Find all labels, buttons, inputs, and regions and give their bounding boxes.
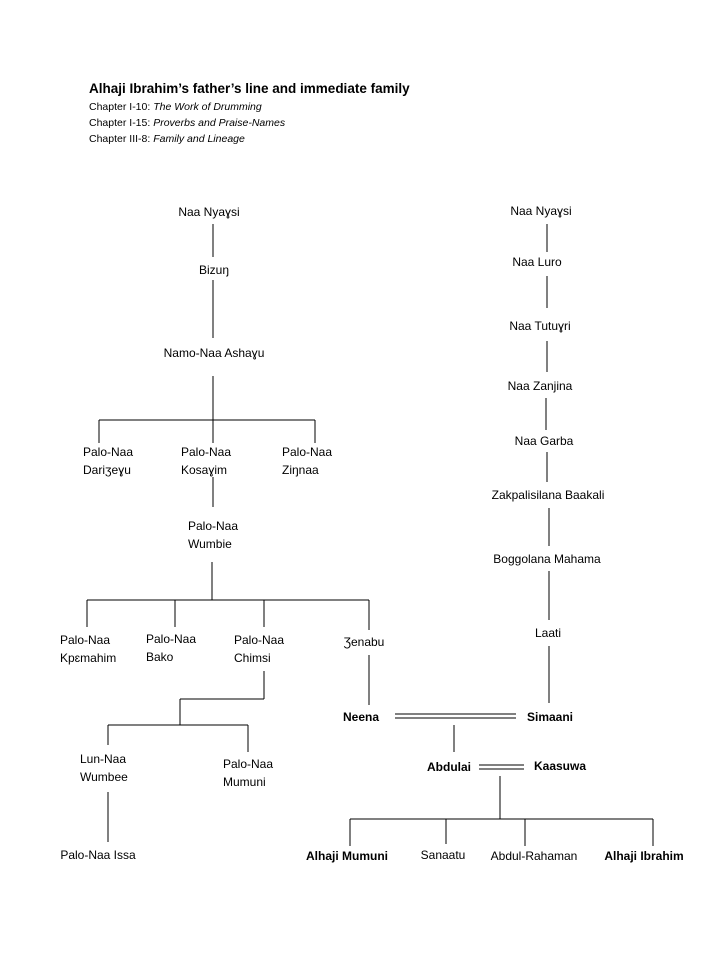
person-kaasuwa: Kaasuwa bbox=[533, 759, 587, 773]
person-palo-naa-darizeyu: Palo-Naa Dariʒeɣu bbox=[83, 443, 133, 479]
name-line-2: Bako bbox=[146, 650, 174, 664]
person-lun-naa-wumbee: Lun-Naa Wumbee bbox=[80, 750, 128, 786]
reference-chapter: Chapter I-10: bbox=[89, 101, 151, 113]
name-line-2: Mumuni bbox=[223, 775, 266, 789]
reference-name: The Work of Drumming bbox=[153, 101, 262, 113]
name-line-2: Kosaɣim bbox=[181, 463, 228, 477]
person-naa-nyaysi-right: Naa Nyaɣsi bbox=[510, 204, 572, 218]
name-line-2: Dariʒeɣu bbox=[83, 463, 131, 477]
person-zakpalisilana-baakali: Zakpalisilana Baakali bbox=[491, 488, 605, 502]
name-line-1: Lun-Naa bbox=[80, 752, 127, 766]
person-namo-naa-ashayu: Namo-Naa Ashaɣu bbox=[163, 346, 265, 360]
name-line-2: Kpɛmahim bbox=[60, 651, 117, 665]
name-line-1: Palo-Naa bbox=[188, 519, 239, 533]
diagram-title: Alhaji Ibrahim’s father’s line and immed… bbox=[89, 81, 410, 96]
name-line-2: Wumbie bbox=[188, 537, 232, 551]
person-simaani: Simaani bbox=[526, 710, 574, 724]
person-naa-tutuyri: Naa Tutuɣri bbox=[509, 319, 571, 333]
person-palo-naa-wumbie: Palo-Naa Wumbie bbox=[188, 517, 238, 553]
person-palo-naa-zinnaa: Palo-Naa Ziŋnaa bbox=[282, 443, 332, 479]
name-line-1: Palo-Naa bbox=[181, 445, 232, 459]
name-line-2: Wumbee bbox=[80, 770, 128, 784]
person-naa-zanjina: Naa Zanjina bbox=[507, 379, 573, 393]
reference-chapter: Chapter I-15: bbox=[89, 117, 151, 129]
person-abdulai: Abdulai bbox=[427, 760, 471, 774]
reference-line: Chapter I-15: Proverbs and Praise-Names bbox=[89, 117, 285, 130]
name-line-1: Palo-Naa bbox=[146, 632, 197, 646]
name-line-2: Chimsi bbox=[234, 651, 271, 665]
person-palo-naa-issa: Palo-Naa Issa bbox=[60, 848, 136, 862]
name-line-1: Palo-Naa bbox=[60, 633, 111, 647]
name-line-1: Palo-Naa bbox=[282, 445, 333, 459]
person-boggolana-mahama: Boggolana Mahama bbox=[493, 552, 601, 566]
person-laati: Laati bbox=[534, 626, 562, 640]
reference-name: Proverbs and Praise-Names bbox=[153, 117, 286, 129]
person-palo-naa-bako: Palo-Naa Bako bbox=[146, 630, 196, 666]
person-naa-luro: Naa Luro bbox=[512, 255, 562, 269]
reference-line: Chapter III-8: Family and Lineage bbox=[89, 133, 245, 146]
name-line-2: Ziŋnaa bbox=[282, 463, 319, 477]
person-abdul-rahaman: Abdul-Rahaman bbox=[490, 849, 578, 863]
person-palo-naa-kosayim: Palo-Naa Kosaɣim bbox=[181, 443, 231, 479]
person-sanaatu: Sanaatu bbox=[420, 848, 466, 862]
person-bizun: Bizuŋ bbox=[198, 263, 230, 277]
person-alhaji-ibrahim: Alhaji Ibrahim bbox=[604, 849, 684, 863]
name-line-1: Palo-Naa bbox=[234, 633, 285, 647]
person-palo-naa-kpemahim: Palo-Naa Kpɛmahim bbox=[60, 631, 116, 667]
person-palo-naa-mumuni: Palo-Naa Mumuni bbox=[223, 755, 273, 791]
person-naa-garba: Naa Garba bbox=[514, 434, 574, 448]
person-alhaji-mumuni: Alhaji Mumuni bbox=[306, 849, 388, 863]
person-naa-nyaysi-left: Naa Nyaɣsi bbox=[178, 205, 240, 219]
person-palo-naa-chimsi: Palo-Naa Chimsi bbox=[234, 631, 284, 667]
person-neena: Neena bbox=[342, 710, 380, 724]
person-zenabu: Ʒenabu bbox=[343, 635, 385, 649]
reference-line: Chapter I-10: The Work of Drumming bbox=[89, 101, 262, 114]
name-line-1: Palo-Naa bbox=[83, 445, 134, 459]
reference-chapter: Chapter III-8: bbox=[89, 133, 151, 145]
name-line-1: Palo-Naa bbox=[223, 757, 274, 771]
reference-name: Family and Lineage bbox=[153, 133, 245, 145]
